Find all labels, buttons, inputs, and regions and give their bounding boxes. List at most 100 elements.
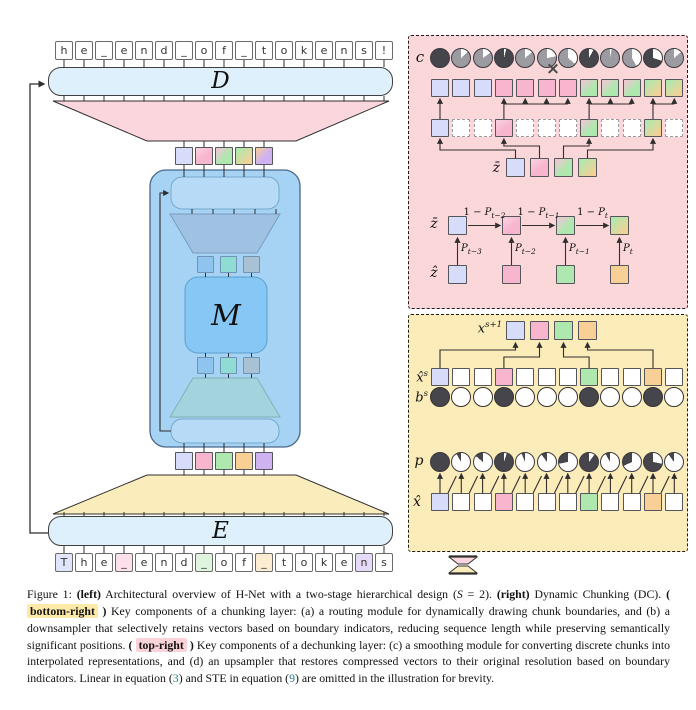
- input-vector-cell: [558, 493, 577, 511]
- retained-cell: [452, 368, 471, 386]
- input-vector-cell: [644, 493, 662, 511]
- caption-segment: Dynamic Chunking (DC).: [529, 587, 667, 601]
- bs-label: bs: [400, 389, 428, 405]
- ema-coeff-sub: t−2: [521, 247, 536, 256]
- boundary-prob-pie: [557, 452, 578, 472]
- boundary-prob-pie: [451, 452, 472, 472]
- boundary-indicator: [493, 387, 514, 407]
- ema-coeff-base: P: [461, 243, 468, 254]
- ema-coeff-sub: t: [604, 211, 608, 220]
- upsampled-cell: [665, 79, 684, 97]
- ema-weight-label: 1 − Pt−1: [509, 207, 569, 220]
- boundary-prob-pie: [664, 452, 685, 472]
- encoder-label: E: [212, 518, 229, 544]
- token-cell: e: [95, 553, 113, 572]
- upsampled-cell: [452, 79, 471, 97]
- confidence-pie: [579, 48, 600, 68]
- token-cell: o: [215, 553, 233, 572]
- next-stage-cell: [554, 321, 573, 340]
- confidence-pie: [472, 48, 493, 68]
- retained-cell: [494, 368, 513, 386]
- xhs-sup: s: [423, 369, 428, 379]
- equation-link[interactable]: 9: [289, 671, 295, 686]
- retained-cell: [516, 368, 535, 386]
- caption-segment: Figure 1:: [27, 587, 77, 601]
- input-vector-cell: [537, 493, 556, 511]
- xs1-label: xs+1: [452, 320, 502, 336]
- empty-cell: [558, 119, 577, 137]
- decoder-label: D: [211, 68, 230, 94]
- figure-caption: Figure 1: (left) Architectural overview …: [27, 586, 670, 687]
- retained-cell: [558, 368, 577, 386]
- empty-cell: [516, 119, 535, 137]
- empty-cell: [622, 119, 641, 137]
- token-cell: _: [255, 553, 273, 572]
- chunk-cell: [195, 147, 213, 165]
- ema-prob-label: Pt: [623, 243, 633, 256]
- boundary-indicator: [643, 387, 663, 407]
- confidence-pie: [430, 48, 450, 68]
- chunk-vector-cell: [554, 158, 573, 177]
- ema-chunk-cell: [502, 265, 521, 284]
- caption-segment: Architectural overview of H-Net with a t…: [100, 587, 457, 601]
- token-cell: e: [335, 553, 353, 572]
- boundary-indicator: [621, 387, 642, 407]
- chunk-vector-cell: [506, 158, 525, 177]
- chunk-cell: [255, 147, 273, 165]
- confidence-pie: [451, 48, 472, 68]
- input-vector-cell: [494, 493, 513, 511]
- expanded-cell: [494, 119, 513, 137]
- upsampled-cell: [622, 79, 641, 97]
- input-vector-cell: [473, 493, 492, 511]
- boundary-indicator: [472, 387, 493, 407]
- bs-sup: s: [423, 389, 428, 399]
- xhs-base: x̂: [416, 370, 424, 386]
- chunk-cell: [235, 452, 253, 470]
- ema-chunk-cell: [610, 265, 629, 284]
- inner-cell: [220, 256, 237, 273]
- token-cell: o: [195, 41, 213, 60]
- retained-cell: [473, 368, 492, 386]
- boundary-prob-pie: [472, 452, 493, 472]
- chunk-cell: [175, 452, 193, 470]
- retained-cell: [665, 368, 684, 386]
- caption-segment: (left): [76, 587, 101, 601]
- equation-link[interactable]: 3: [172, 671, 179, 686]
- chunk-cell: [195, 452, 213, 470]
- ema-prob-label: Pt−2: [515, 243, 536, 256]
- inner-cell: [197, 256, 214, 273]
- xhs-label: x̂s: [400, 369, 428, 385]
- empty-cell: [665, 119, 684, 137]
- token-cell: T: [55, 553, 73, 572]
- ema-coeff-base: P: [569, 243, 576, 254]
- upsampled-cell: [494, 79, 513, 97]
- input-vector-cell: [580, 493, 599, 511]
- ema-smoothed-cell: [502, 216, 521, 235]
- ema-weight-label: 1 − Pt−2: [455, 207, 515, 220]
- boundary-indicator: [664, 387, 685, 407]
- inner-cell: [220, 357, 237, 374]
- token-cell: t: [275, 553, 293, 572]
- chunk-cell: [215, 452, 233, 470]
- boundary-prob-pie: [643, 452, 663, 472]
- upsampled-cell: [516, 79, 535, 97]
- p-label: p: [414, 453, 424, 469]
- upsampled-cell: [537, 79, 556, 97]
- caption-segment: Key components of a dechunking layer: (c…: [27, 637, 670, 686]
- empty-cell: [473, 119, 492, 137]
- boundary-prob-pie: [515, 452, 536, 472]
- input-vector-cell: [601, 493, 620, 511]
- token-cell: !: [375, 41, 393, 60]
- token-cell: d: [155, 41, 173, 60]
- ema-smoothed-cell: [610, 216, 629, 235]
- confidence-pie: [621, 48, 642, 68]
- boundary-prob-pie: [536, 452, 557, 472]
- ema-zhat-label: ẑ: [430, 265, 438, 281]
- xs1-base: x: [477, 321, 486, 337]
- token-cell: f: [215, 41, 233, 60]
- confidence-pie: [664, 48, 685, 68]
- main-network-label: M: [211, 298, 241, 332]
- token-cell: o: [295, 553, 313, 572]
